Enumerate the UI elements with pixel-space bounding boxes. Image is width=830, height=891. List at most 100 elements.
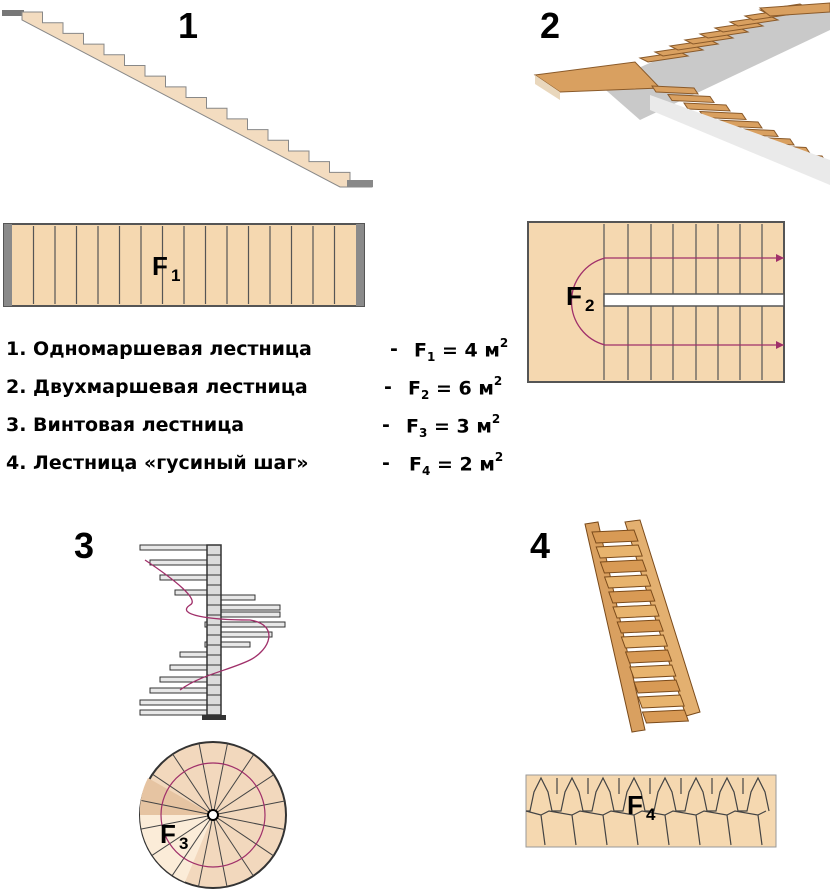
goose-step-tread xyxy=(603,574,652,589)
tread xyxy=(715,119,763,129)
walking-line xyxy=(570,257,784,346)
goose-step-tread xyxy=(591,529,639,544)
area-label-f1: F xyxy=(152,251,168,281)
bottom-floor-block xyxy=(347,180,373,187)
tread xyxy=(698,27,750,39)
spiral-tread xyxy=(204,621,286,628)
legend-area-superscript: 2 xyxy=(493,374,503,388)
radial-tread-line xyxy=(212,814,285,830)
area-label-f3: F xyxy=(160,819,176,849)
radial-tread-line xyxy=(141,814,214,830)
figure-number-3: 3 xyxy=(74,525,95,566)
spiral-tread xyxy=(219,604,281,611)
spiral-tread xyxy=(159,676,216,683)
legend-area-subscript: 4 xyxy=(421,464,431,479)
figure-number-4: 4 xyxy=(530,525,551,566)
spiral-tread xyxy=(169,664,216,671)
legend-area-subscript: 1 xyxy=(426,350,436,365)
spiral-tread xyxy=(139,709,221,716)
legend-area-symbol: F xyxy=(406,415,419,438)
goose-step-outline-upper xyxy=(526,776,770,812)
spiral-tread xyxy=(174,589,216,596)
legend-area-value: = 4 м xyxy=(435,339,500,362)
legend-area-superscript: 2 xyxy=(499,336,509,350)
area-label-f4: F xyxy=(627,790,643,820)
legend-area-symbol: F xyxy=(409,453,422,476)
goose-step-tread xyxy=(608,589,656,604)
radial-tread-line xyxy=(212,743,228,816)
top-landing-block xyxy=(2,10,24,16)
radial-tread-line xyxy=(212,814,254,877)
legend-dash: - xyxy=(382,452,390,474)
goose-step-tread xyxy=(599,559,648,574)
spiral-walking-line xyxy=(144,559,270,691)
legend-area-value: = 3 м xyxy=(427,415,492,438)
central-column xyxy=(206,544,222,716)
tread xyxy=(779,153,827,163)
legend-formula: F1 = 4 м2 xyxy=(414,336,509,365)
legend-dash: - xyxy=(390,338,398,360)
tread xyxy=(743,9,795,21)
tread xyxy=(731,127,779,138)
spiral-tread xyxy=(209,594,256,601)
radial-tread-line xyxy=(141,800,214,816)
tread xyxy=(653,45,705,57)
goose-step-tread xyxy=(595,544,643,559)
top-landing xyxy=(758,2,830,17)
spiral-tread xyxy=(149,559,221,566)
area-sub-f1: 1 xyxy=(171,266,180,285)
legend-area-symbol: F xyxy=(414,339,427,362)
legend-area-symbol: F xyxy=(408,377,421,400)
area-sub-f4: 4 xyxy=(646,805,656,824)
radial-tread-line xyxy=(171,814,214,876)
goose-step-tread xyxy=(624,649,673,664)
legend-area-subscript: 3 xyxy=(418,426,428,441)
area-sub-f3: 3 xyxy=(179,834,188,853)
spiral-tread xyxy=(139,699,216,706)
radial-tread-line xyxy=(172,753,214,816)
goose-step-tread xyxy=(637,694,685,709)
legend-area-superscript: 2 xyxy=(491,412,501,426)
tread xyxy=(651,85,699,95)
area-label-f2: F xyxy=(566,281,582,311)
figure-number-2: 2 xyxy=(540,5,561,46)
radial-tread-line xyxy=(198,743,214,816)
goose-step-outline-lower xyxy=(525,810,767,846)
legend-dash: - xyxy=(384,376,392,398)
tread xyxy=(747,136,795,146)
tread xyxy=(667,93,715,104)
legend-formula: F3 = 3 м2 xyxy=(406,412,501,441)
legend-area-value: = 6 м xyxy=(429,377,494,400)
legend-area-value: = 2 м xyxy=(430,453,495,476)
radial-tread-line xyxy=(212,754,255,816)
tread xyxy=(668,39,720,51)
tread xyxy=(758,3,810,15)
spiral-tread xyxy=(159,574,216,581)
tread xyxy=(699,110,747,121)
tread xyxy=(683,33,735,45)
tread xyxy=(638,51,690,63)
legend-stair-name: 2. Двухмаршевая лестница xyxy=(6,376,308,398)
tread xyxy=(763,144,811,155)
spiral-tread xyxy=(139,544,216,551)
legend-stair-name: 3. Винтовая лестница xyxy=(6,414,245,436)
legend-area-subscript: 2 xyxy=(420,388,430,403)
radial-tread-line xyxy=(212,814,274,857)
goose-step-tread xyxy=(641,709,690,724)
goose-step-tread xyxy=(633,679,681,694)
spiral-tread xyxy=(149,687,216,694)
goose-step-tread xyxy=(612,604,660,619)
figure-number-1: 1 xyxy=(178,5,199,46)
legend-dash: - xyxy=(382,414,390,436)
tread xyxy=(728,15,780,27)
radial-tread-line xyxy=(198,814,214,887)
spiral-tread xyxy=(209,611,281,618)
